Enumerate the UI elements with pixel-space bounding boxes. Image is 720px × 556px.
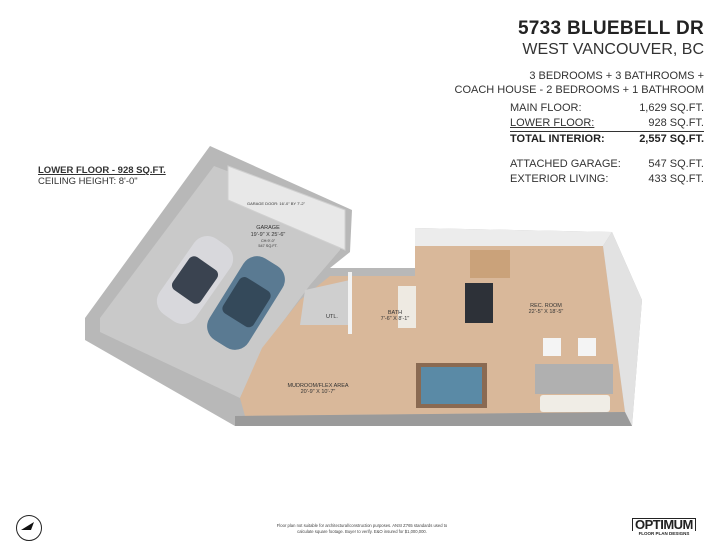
optimum-logo: OPTIMUM FLOOR PLAN DESIGNS — [632, 518, 696, 536]
area-value: 1,629 SQ.FT. — [639, 102, 704, 114]
car-blue — [207, 256, 285, 350]
area-label: MAIN FLOOR: — [510, 102, 582, 114]
disclaimer-line-2: calculate square footage. Buyer to verif… — [297, 529, 427, 534]
garage-door-label: GARAGE DOOR: 16'-0" BY 7'-2" — [247, 201, 306, 206]
area-row: EXTERIOR LIVING: 433 SQ.FT. — [510, 172, 704, 187]
compass-icon — [16, 515, 42, 541]
car-white — [156, 235, 234, 325]
area-label: ATTACHED GARAGE: — [510, 158, 621, 170]
floor-title: LOWER FLOOR - 928 SQ.FT. — [38, 165, 166, 176]
area-value: 2,557 SQ.FT. — [639, 133, 704, 145]
area-label: EXTERIOR LIVING: — [510, 173, 609, 185]
area-row: MAIN FLOOR: 1,629 SQ.FT. — [510, 101, 704, 116]
area-label: LOWER FLOOR: — [510, 117, 595, 129]
utility-room — [300, 280, 350, 325]
wall-right — [603, 232, 642, 426]
bath-vanity — [398, 286, 416, 328]
area-value: 547 SQ.FT. — [648, 158, 704, 170]
dining-table — [465, 283, 493, 323]
area-row-total: TOTAL INTERIOR: 2,557 SQ.FT. — [510, 132, 704, 147]
wall-back — [415, 228, 612, 246]
area-table: MAIN FLOOR: 1,629 SQ.FT. LOWER FLOOR: 928 … — [510, 101, 704, 187]
area-row: LOWER FLOOR: 928 SQ.FT. — [510, 116, 704, 132]
armchair — [543, 338, 561, 356]
area-row: ATTACHED GARAGE: 547 SQ.FT. — [510, 157, 704, 172]
bed-bath-summary: 3 BEDROOMS + 3 BATHROOMS + COACH HOUSE -… — [455, 69, 704, 97]
area-value: 928 SQ.FT. — [648, 117, 704, 129]
wall-front — [235, 412, 632, 426]
bath-dims: 7'-6" X 8'-1" — [381, 316, 410, 322]
stairs — [470, 250, 510, 278]
bath-name: BATH — [388, 310, 402, 316]
sofa — [540, 395, 610, 412]
mudroom-dims: 20'-9" X 10'-7" — [301, 389, 336, 395]
beds-line-2: COACH HOUSE - 2 BEDROOMS + 1 BATHROOM — [454, 84, 704, 96]
armchair — [578, 338, 596, 356]
city: WEST VANCOUVER, BC — [522, 41, 704, 58]
disclaimer-line-1: Floor plan not suitable for architectura… — [276, 523, 448, 528]
mudroom-name: MUDROOM/FLEX AREA — [287, 383, 348, 389]
ceiling-height: CEILING HEIGHT: 8'-0" — [38, 176, 138, 187]
area-value: 433 SQ.FT. — [648, 173, 704, 185]
garage-door — [227, 165, 346, 251]
rec-room-dims: 22'-5" X 18'-5" — [529, 309, 564, 315]
utility-label: UTL. — [326, 314, 338, 320]
beds-line-1: 3 BEDROOMS + 3 BATHROOMS + — [529, 70, 704, 82]
property-header: 5733 BLUEBELL DR WEST VANCOUVER, BC 3 BE… — [455, 18, 704, 97]
rug — [535, 364, 613, 394]
area-label: TOTAL INTERIOR: — [510, 133, 605, 145]
rec-room-name: REC. ROOM — [530, 303, 562, 309]
garage-ch: CH:9'-0" — [261, 239, 276, 243]
logo-sub: FLOOR PLAN DESIGNS — [638, 531, 690, 536]
address: 5733 BLUEBELL DR — [517, 18, 704, 39]
floor-label: LOWER FLOOR - 928 SQ.FT. CEILING HEIGHT:… — [38, 165, 166, 187]
utility-wall — [348, 272, 352, 334]
garage-name: GARAGE — [256, 225, 280, 231]
garage-dims: 19'-9" X 25'-6" — [251, 232, 286, 238]
disclaimer: Floor plan not suitable for architectura… — [262, 523, 462, 535]
logo-main: OPTIMUM — [632, 518, 696, 531]
pool-table-felt — [421, 367, 482, 404]
garage-area: 547 SQ.FT. — [258, 244, 277, 248]
